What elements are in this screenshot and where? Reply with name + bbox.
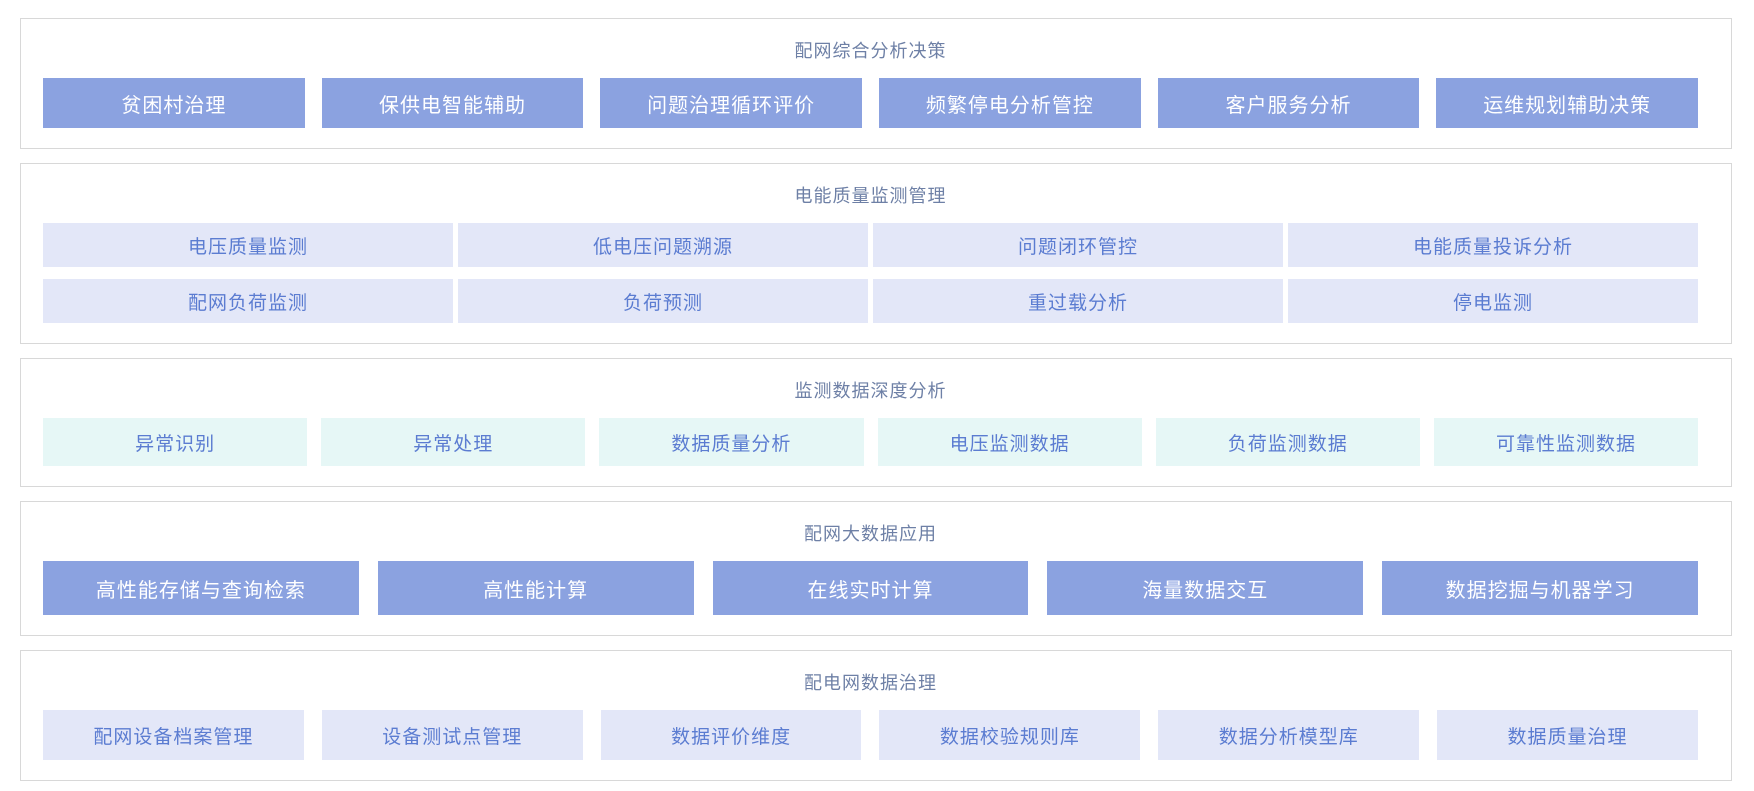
tile-row: 电压质量监测低电压问题溯源问题闭环管控电能质量投诉分析 [43, 223, 1698, 267]
module-tile[interactable]: 配网设备档案管理 [43, 710, 304, 760]
section-title: 配网大数据应用 [804, 524, 937, 544]
module-tile[interactable]: 负荷预测 [458, 279, 868, 323]
module-tile[interactable]: 电压监测数据 [877, 418, 1142, 466]
module-tile[interactable]: 配网负荷监测 [43, 279, 453, 323]
module-tile[interactable]: 停电监测 [1288, 279, 1698, 323]
module-tile[interactable]: 异常处理 [321, 418, 586, 466]
section-title: 监测数据深度分析 [794, 381, 947, 401]
section-title: 电能质量监测管理 [794, 186, 947, 206]
module-tile[interactable]: 贫困村治理 [43, 78, 305, 128]
section-title: 配网综合分析决策 [794, 41, 947, 61]
module-tile[interactable]: 负荷监测数据 [1155, 418, 1420, 466]
module-tile[interactable]: 高性能计算 [377, 561, 694, 615]
module-tile[interactable]: 在线实时计算 [712, 561, 1029, 615]
module-tile[interactable]: 数据校验规则库 [879, 710, 1141, 760]
module-tile[interactable]: 运维规划辅助决策 [1436, 78, 1699, 128]
architecture-diagram: 配网综合分析决策贫困村治理保供电智能辅助问题治理循环评价频繁停电分析管控客户服务… [20, 18, 1732, 781]
tile-row: 贫困村治理保供电智能辅助问题治理循环评价频繁停电分析管控客户服务分析运维规划辅助… [43, 78, 1699, 128]
module-tile[interactable]: 设备测试点管理 [321, 710, 583, 760]
module-tile[interactable]: 数据评价维度 [600, 710, 862, 760]
module-tile[interactable]: 数据质量分析 [599, 418, 864, 466]
module-tile[interactable]: 异常识别 [43, 418, 308, 466]
module-tile[interactable]: 频繁停电分析管控 [879, 78, 1141, 128]
section-panel-1: 配网综合分析决策贫困村治理保供电智能辅助问题治理循环评价频繁停电分析管控客户服务… [20, 18, 1732, 149]
tile-row: 异常识别异常处理数据质量分析电压监测数据负荷监测数据可靠性监测数据 [43, 418, 1699, 466]
module-tile[interactable]: 可靠性监测数据 [1433, 418, 1699, 466]
section-panel-2: 电能质量监测管理电压质量监测低电压问题溯源问题闭环管控电能质量投诉分析配网负荷监… [20, 163, 1732, 344]
section-panel-4: 配网大数据应用高性能存储与查询检索高性能计算在线实时计算海量数据交互数据挖掘与机… [20, 501, 1732, 636]
module-tile[interactable]: 数据分析模型库 [1158, 710, 1420, 760]
module-tile[interactable]: 问题闭环管控 [873, 223, 1283, 267]
module-tile[interactable]: 低电压问题溯源 [458, 223, 868, 267]
section-panel-3: 监测数据深度分析异常识别异常处理数据质量分析电压监测数据负荷监测数据可靠性监测数… [20, 358, 1732, 487]
module-tile[interactable]: 海量数据交互 [1047, 561, 1364, 615]
tile-row: 高性能存储与查询检索高性能计算在线实时计算海量数据交互数据挖掘与机器学习 [43, 561, 1698, 615]
tile-row: 配网设备档案管理设备测试点管理数据评价维度数据校验规则库数据分析模型库数据质量治… [43, 710, 1698, 760]
module-tile[interactable]: 数据挖掘与机器学习 [1382, 561, 1698, 615]
section-title: 配电网数据治理 [804, 673, 937, 693]
module-tile[interactable]: 数据质量治理 [1437, 710, 1698, 760]
section-panel-5: 配电网数据治理配网设备档案管理设备测试点管理数据评价维度数据校验规则库数据分析模… [20, 650, 1732, 781]
module-tile[interactable]: 电能质量投诉分析 [1288, 223, 1698, 267]
module-tile[interactable]: 问题治理循环评价 [600, 78, 863, 128]
module-tile[interactable]: 客户服务分析 [1157, 78, 1420, 128]
module-tile[interactable]: 重过载分析 [873, 279, 1283, 323]
module-tile[interactable]: 高性能存储与查询检索 [43, 561, 359, 615]
module-tile[interactable]: 保供电智能辅助 [321, 78, 584, 128]
module-tile[interactable]: 电压质量监测 [43, 223, 453, 267]
tile-row: 配网负荷监测负荷预测重过载分析停电监测 [43, 279, 1698, 323]
